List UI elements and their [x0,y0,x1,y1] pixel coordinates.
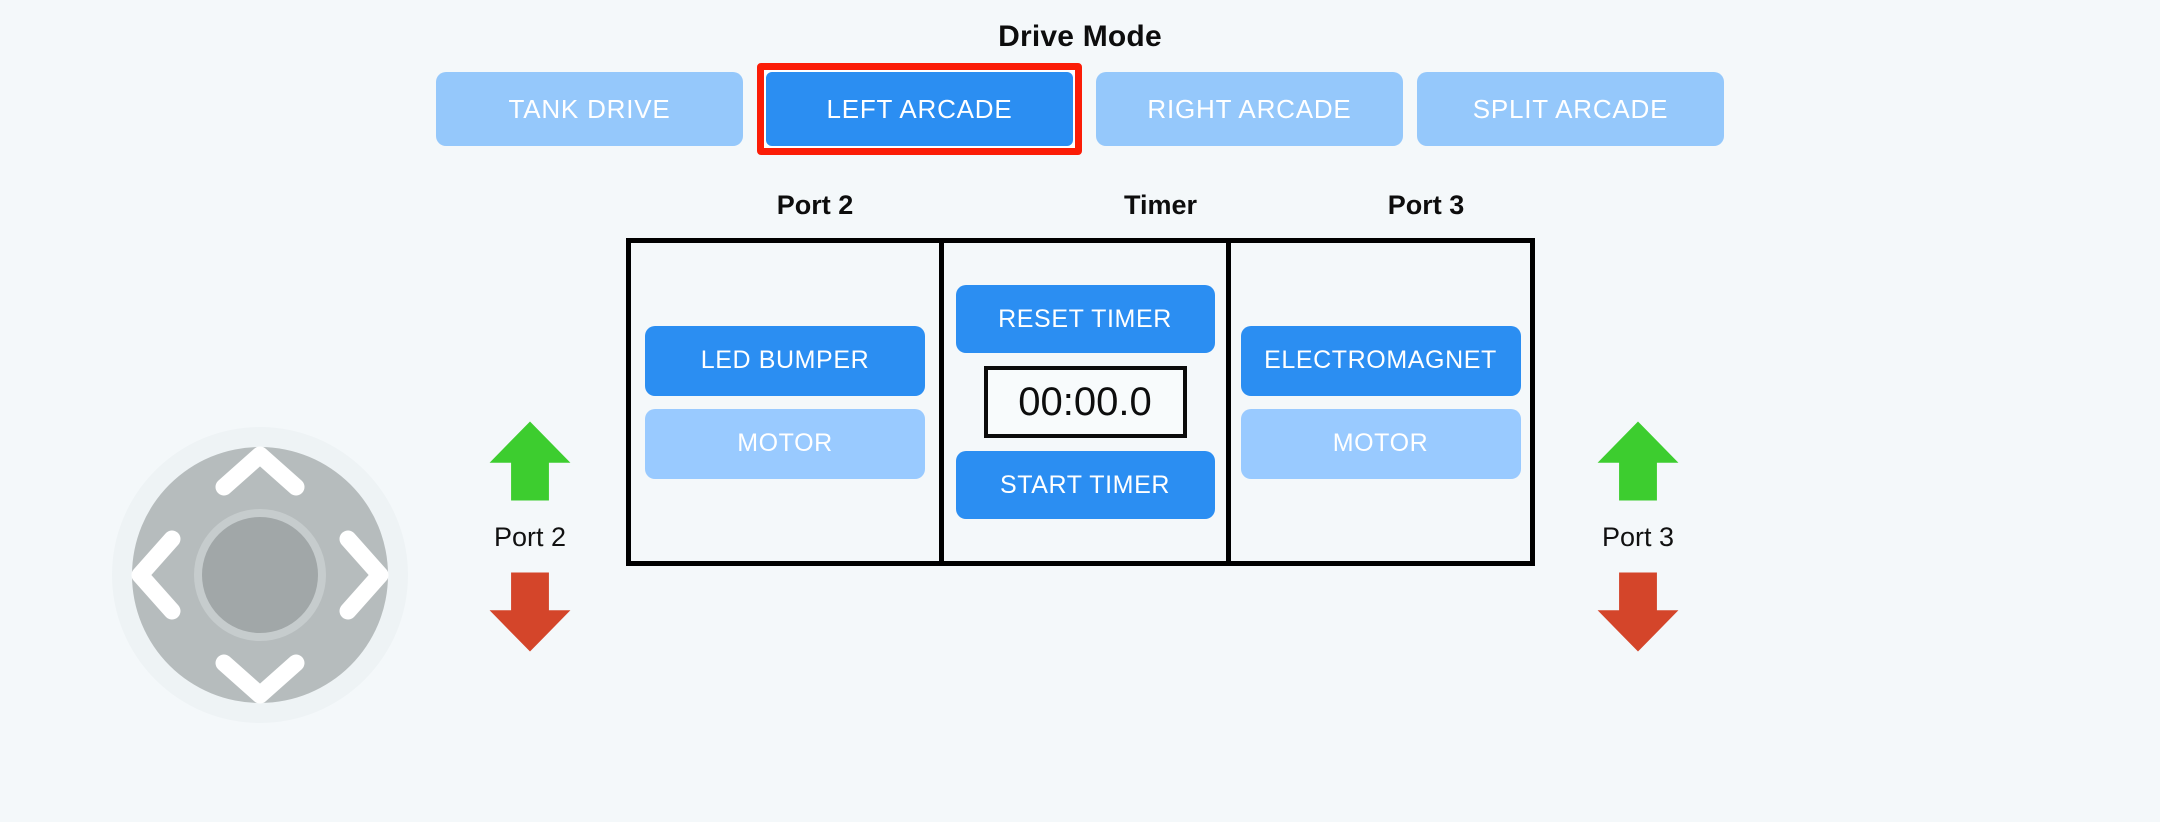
dpad-up-chevron-icon [215,446,305,496]
port2-arrow-label: Port 2 [493,522,567,552]
mode-button-right-arcade[interactable]: RIGHT ARCADE [1096,72,1403,146]
mode-button-tank-drive[interactable]: TANK DRIVE [436,72,743,146]
port2-arrow-cluster: Port 2 [450,418,610,655]
mode-button-left-arcade[interactable]: LEFT ARCADE [766,72,1073,146]
panel-column-timer: RESET TIMER 00:00.0 START TIMER [944,243,1231,561]
dpad-joystick-icon [112,427,408,723]
panel-column-port3: ELECTROMAGNET MOTOR [1231,243,1530,561]
timer-display: 00:00.0 [983,366,1187,438]
port2-arrow-up-icon[interactable] [487,418,573,504]
port2-arrow-down-icon[interactable] [487,569,573,655]
panel-caption-timer: Timer [1123,190,1198,220]
dpad-down-chevron-icon [215,654,305,704]
port3-button-stack: ELECTROMAGNET MOTOR [1240,325,1521,479]
mode-option-tank-drive-wrapper: TANK DRIVE [436,72,743,146]
page-title: Drive Mode [998,20,1162,53]
port3-arrow-down-icon[interactable] [1595,569,1681,655]
port3-arrow-cluster: Port 3 [1558,418,1718,655]
dpad-right-chevron-icon [339,530,389,620]
timer-stack: RESET TIMER 00:00.0 START TIMER [955,285,1215,519]
dpad-left-chevron-icon [131,530,181,620]
panel-column-port2: LED BUMPER MOTOR [631,243,944,561]
port2-motor-button[interactable]: MOTOR [645,408,925,479]
port3-arrow-up-icon[interactable] [1595,418,1681,504]
mode-option-right-arcade-wrapper: RIGHT ARCADE [1096,72,1403,146]
port2-button-stack: LED BUMPER MOTOR [645,325,925,479]
control-panel: LED BUMPER MOTOR RESET TIMER 00:00.0 STA… [626,238,1535,566]
drive-mode-selector: TANK DRIVE LEFT ARCADE RIGHT ARCADE SPLI… [0,63,2160,155]
port3-electromagnet-button[interactable]: ELECTROMAGNET [1240,325,1521,396]
reset-timer-button[interactable]: RESET TIMER [955,285,1215,353]
mode-option-split-arcade-wrapper: SPLIT ARCADE [1417,72,1724,146]
panel-caption-port3: Port 3 [1387,190,1465,220]
panel-caption-port2: Port 2 [776,190,854,220]
port2-led-bumper-button[interactable]: LED BUMPER [645,325,925,396]
mode-option-left-arcade-wrapper: LEFT ARCADE [757,63,1082,155]
port3-arrow-label: Port 3 [1601,522,1675,552]
dpad-joystick[interactable] [110,425,410,725]
port3-motor-button[interactable]: MOTOR [1240,408,1521,479]
mode-button-split-arcade[interactable]: SPLIT ARCADE [1417,72,1724,146]
start-timer-button[interactable]: START TIMER [955,451,1215,519]
